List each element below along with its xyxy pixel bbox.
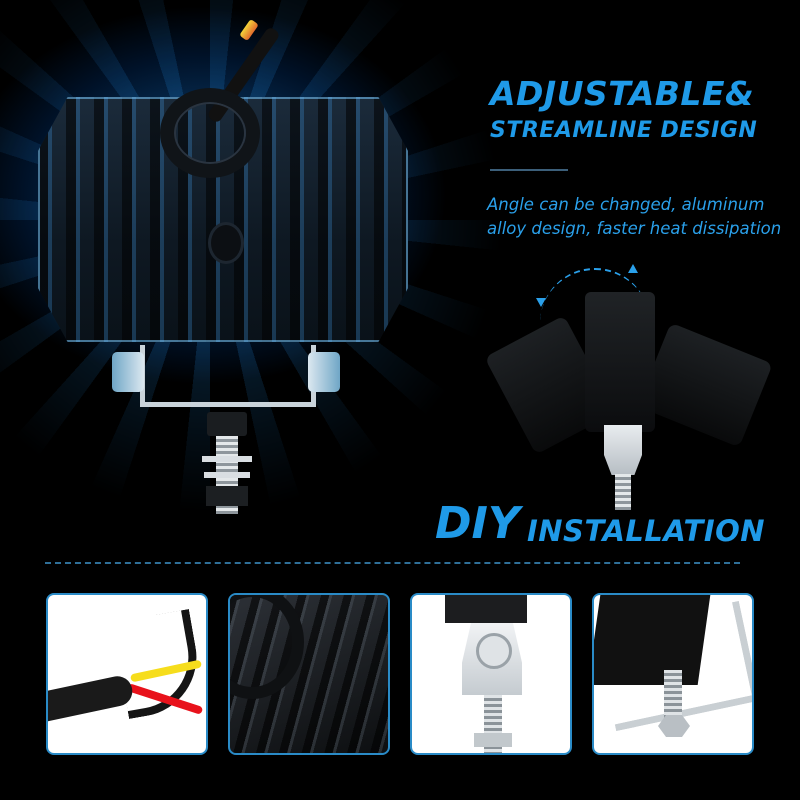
bolt-head [207, 412, 247, 436]
arrow-left-icon [536, 298, 546, 307]
pivot-mount [604, 425, 642, 475]
lamp-base [445, 595, 527, 623]
headline-line2: STREAMLINE DESIGN [490, 118, 758, 143]
hex-nut [658, 715, 690, 737]
bracket-nut-left [112, 352, 144, 392]
lamp-angle-center [585, 292, 655, 432]
bolt [664, 670, 682, 725]
diy-heading: DIY [435, 498, 520, 549]
thumbnail-bracket [592, 593, 754, 755]
cable-knot [160, 88, 260, 178]
cable-sheath [48, 673, 136, 723]
bracket-nut-right [308, 352, 340, 392]
thumbnail-wires [46, 593, 208, 755]
headline-underline [490, 169, 568, 171]
pivot-bolt [615, 474, 631, 510]
installation-heading: INSTALLATION [527, 514, 766, 548]
feature-description: Angle can be changed, aluminum alloy des… [487, 195, 782, 238]
bottom-nut [206, 486, 248, 506]
arrow-right-icon [628, 264, 638, 273]
pivot-disc [476, 633, 512, 669]
rotation-arc-icon [540, 268, 650, 330]
cable-grommet [208, 222, 244, 264]
washer [202, 456, 252, 462]
thumbnail-heatsink [228, 593, 390, 755]
mounting-bracket [140, 345, 316, 407]
thumbnail-pivot-mount [410, 593, 572, 755]
washer [204, 472, 250, 478]
nut [474, 733, 512, 747]
headline-line1: ADJUSTABLE& [490, 74, 755, 113]
section-divider [45, 562, 740, 564]
lamp-angle-right [637, 322, 773, 448]
